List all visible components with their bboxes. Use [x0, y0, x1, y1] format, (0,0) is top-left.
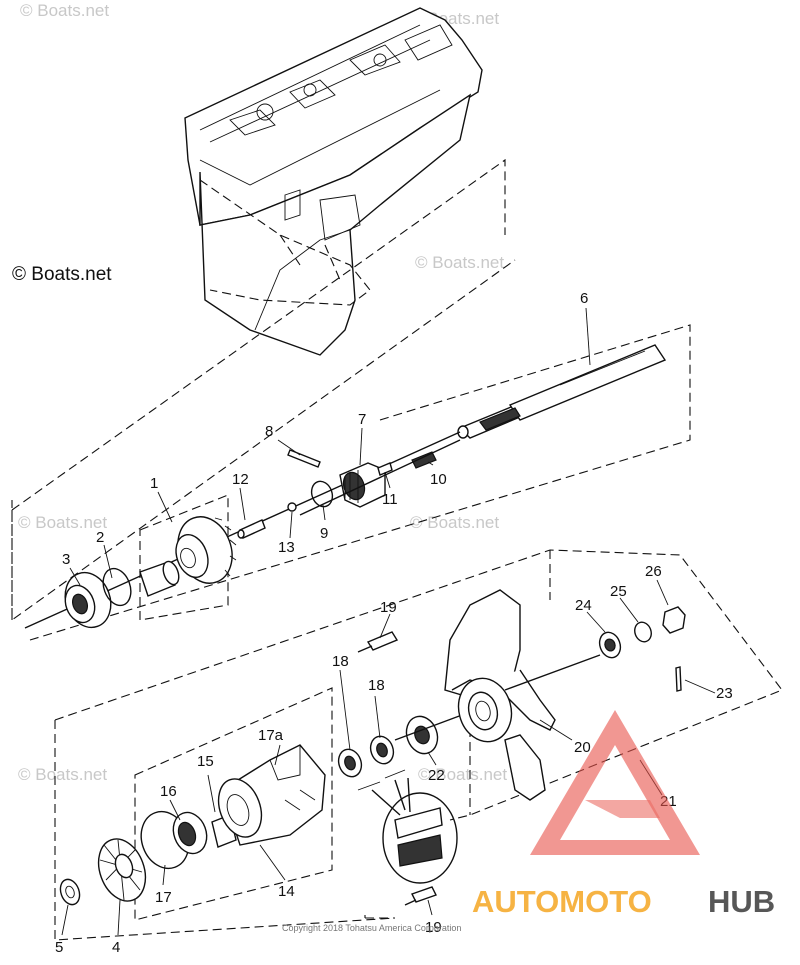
part-label-3: 3	[62, 551, 70, 568]
part-label-12: 12	[232, 471, 249, 488]
part-label-10: 10	[430, 471, 447, 488]
watermark-text: © Boats.net	[415, 253, 504, 272]
part-label-20: 20	[574, 739, 591, 756]
part-label-8: 8	[265, 423, 273, 440]
watermark-text: © Boats.net	[410, 513, 499, 532]
watermark-text: © Boats.net	[18, 765, 107, 784]
part-label-25: 25	[610, 583, 627, 600]
brand-text-automoto: AUTOMOTO	[472, 884, 652, 919]
leader-lines	[61, 307, 716, 936]
watermark-main: © Boats.net	[12, 264, 112, 285]
part-label-22: 22	[428, 767, 445, 784]
automotohub-logo: AUTOMOTO HUB	[472, 710, 775, 919]
watermark-text: © Boats.net	[418, 765, 507, 784]
part-label-7: 7	[358, 411, 366, 428]
part-label-11: 11	[382, 491, 398, 508]
part-label-23: 23	[716, 685, 733, 702]
part-label-26: 26	[645, 563, 662, 580]
part-label-13: 13	[278, 539, 295, 556]
part-label-5: 5	[55, 939, 63, 956]
part-label-16: 16	[160, 783, 177, 800]
part-label-19a: 19	[380, 599, 397, 616]
part-label-4: 4	[112, 939, 120, 956]
part-label-9: 9	[320, 525, 328, 542]
part-label-24: 24	[575, 597, 592, 614]
part-label-17: 17	[155, 889, 172, 906]
watermark-text: © Boats.net	[20, 1, 109, 20]
part-label-1: 1	[150, 475, 158, 492]
part-label-14: 14	[278, 883, 295, 900]
propeller-group	[444, 589, 686, 801]
part-label-19b: 19	[425, 919, 442, 936]
gear-case-housing	[184, 7, 483, 356]
part-label-15: 15	[197, 753, 214, 770]
part-label-2: 2	[96, 529, 104, 546]
part-labels: 1 2 3 6 7 8 9 10 11 12 13 19 18 18 17a 1…	[55, 290, 733, 956]
brand-text-hub: HUB	[708, 884, 775, 919]
part-label-17a: 17a	[258, 727, 284, 744]
logo-triangle-mark	[530, 710, 700, 855]
copyright-text: Copyright 2018 Tohatsu America Corporati…	[282, 923, 461, 933]
part-label-18a: 18	[332, 653, 349, 670]
watermark-text: © Boats.net	[18, 513, 107, 532]
part-label-6: 6	[580, 290, 588, 307]
part-label-18b: 18	[368, 677, 385, 694]
prop-shaft-housing-group	[59, 631, 471, 906]
forward-gear-group	[64, 439, 461, 629]
